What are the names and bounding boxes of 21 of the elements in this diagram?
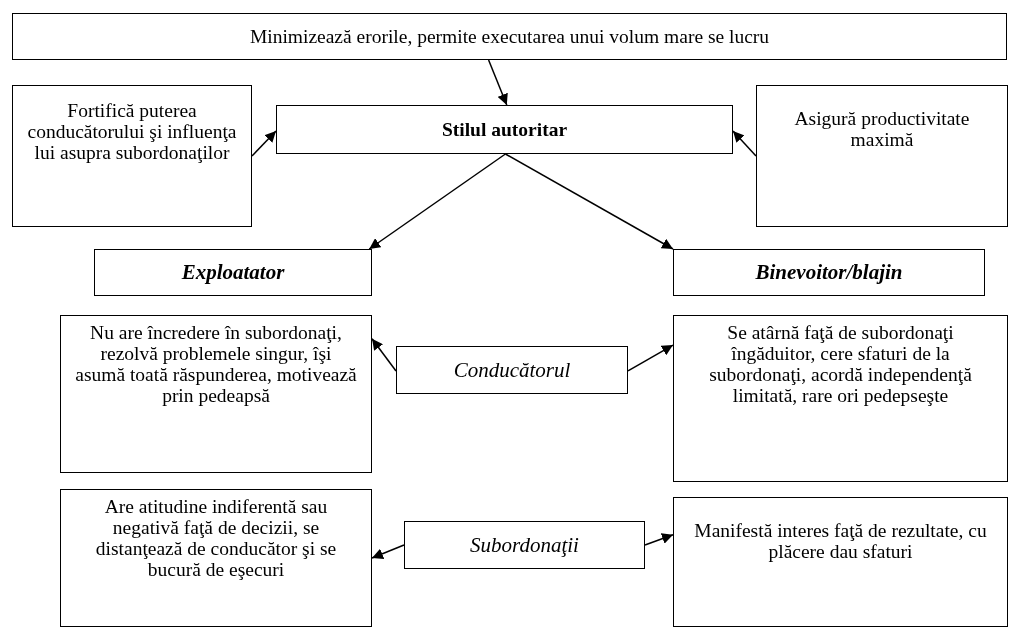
description-box: Nu are încredere în subordonaţi, rezolvă problemele singur, îşi asumă toată răspunderea, motivează prin pedeapsă bbox=[60, 315, 372, 473]
arrow bbox=[371, 544, 405, 559]
main-style-box: Stilul autoritar bbox=[276, 105, 733, 154]
arrow bbox=[487, 59, 508, 106]
category-box: Subordonaţii bbox=[404, 521, 645, 569]
arrow bbox=[251, 130, 277, 157]
description-box: Are atitudine indiferentă sau negativă faţă de decizii, se distanţează de conducător şi se bucură de eşecuri bbox=[60, 489, 372, 627]
arrow bbox=[644, 533, 674, 546]
category-box: Conducătorul bbox=[396, 346, 628, 394]
category-box: Exploatator bbox=[94, 249, 372, 296]
arrow bbox=[732, 130, 757, 157]
arrow bbox=[371, 337, 397, 372]
arrow bbox=[627, 344, 674, 372]
arrow bbox=[368, 153, 507, 250]
description-box: Fortifică puterea conducătorului şi influenţa lui asupra subordonaţilor bbox=[12, 85, 252, 227]
description-box: Minimizează erorile, permite executarea unui volum mare se lucru bbox=[12, 13, 1007, 60]
category-box: Binevoitor/blajin bbox=[673, 249, 985, 296]
description-box: Manifestă interes faţă de rezultate, cu plăcere dau sfaturi bbox=[673, 497, 1008, 627]
description-box: Se atârnă faţă de subordonaţi îngăduitor, cere sfaturi de la subordonaţi, acordă independenţă limitată, rare ori pedepseşte bbox=[673, 315, 1008, 482]
description-box: Asigură productivitate maximă bbox=[756, 85, 1008, 227]
arrow bbox=[504, 153, 674, 250]
